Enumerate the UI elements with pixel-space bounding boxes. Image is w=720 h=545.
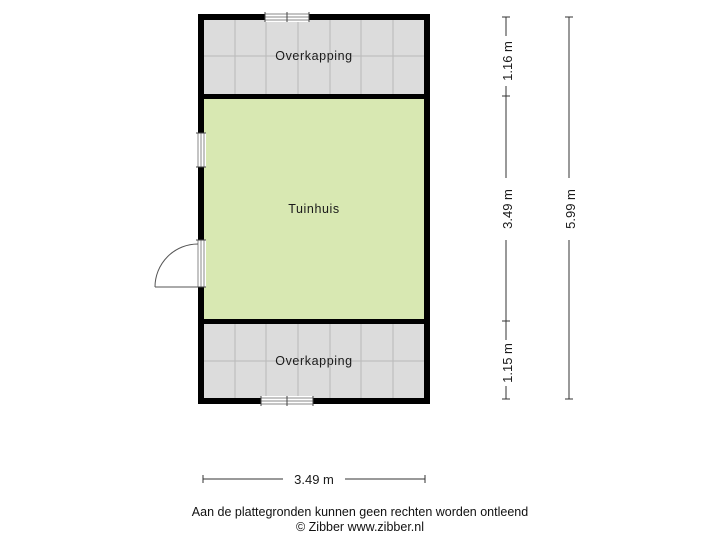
walls — [198, 14, 430, 404]
door-left — [154, 239, 206, 288]
room-overkapping-top-floor — [204, 20, 424, 94]
wall-right — [424, 14, 430, 404]
window-left — [196, 132, 206, 168]
tile-grid-bottom — [204, 324, 424, 398]
wall-partition-bottom — [198, 319, 430, 324]
window-top — [264, 12, 310, 22]
dimension-sections — [502, 16, 510, 400]
footer-copyright: © Zibber www.zibber.nl — [295, 520, 424, 534]
room-label-overkapping-bottom: Overkapping — [275, 354, 352, 368]
dimension-total-depth — [565, 16, 573, 400]
dimension-width — [202, 475, 426, 483]
dimension-label-middle-section: 3.49 m — [500, 189, 515, 229]
room-tuinhuis-floor — [204, 99, 424, 319]
footer-disclaimer: Aan de plattegronden kunnen geen rechten… — [191, 505, 529, 519]
door-swing-arc — [154, 243, 199, 288]
dimension-label-top-section: 1.16 m — [500, 41, 515, 81]
room-label-overkapping-top: Overkapping — [275, 49, 352, 63]
dimension-label-width: 3.49 m — [294, 472, 334, 487]
wall-partition-top — [198, 94, 430, 99]
wall-bottom — [198, 398, 430, 404]
tile-grid-top — [204, 20, 424, 94]
window-bottom — [260, 396, 314, 406]
room-label-tuinhuis: Tuinhuis — [288, 202, 340, 216]
dimension-label-total-depth: 5.99 m — [563, 189, 578, 229]
dimension-label-bottom-section: 1.15 m — [500, 343, 515, 383]
wall-top — [198, 14, 430, 20]
wall-left — [198, 14, 204, 404]
